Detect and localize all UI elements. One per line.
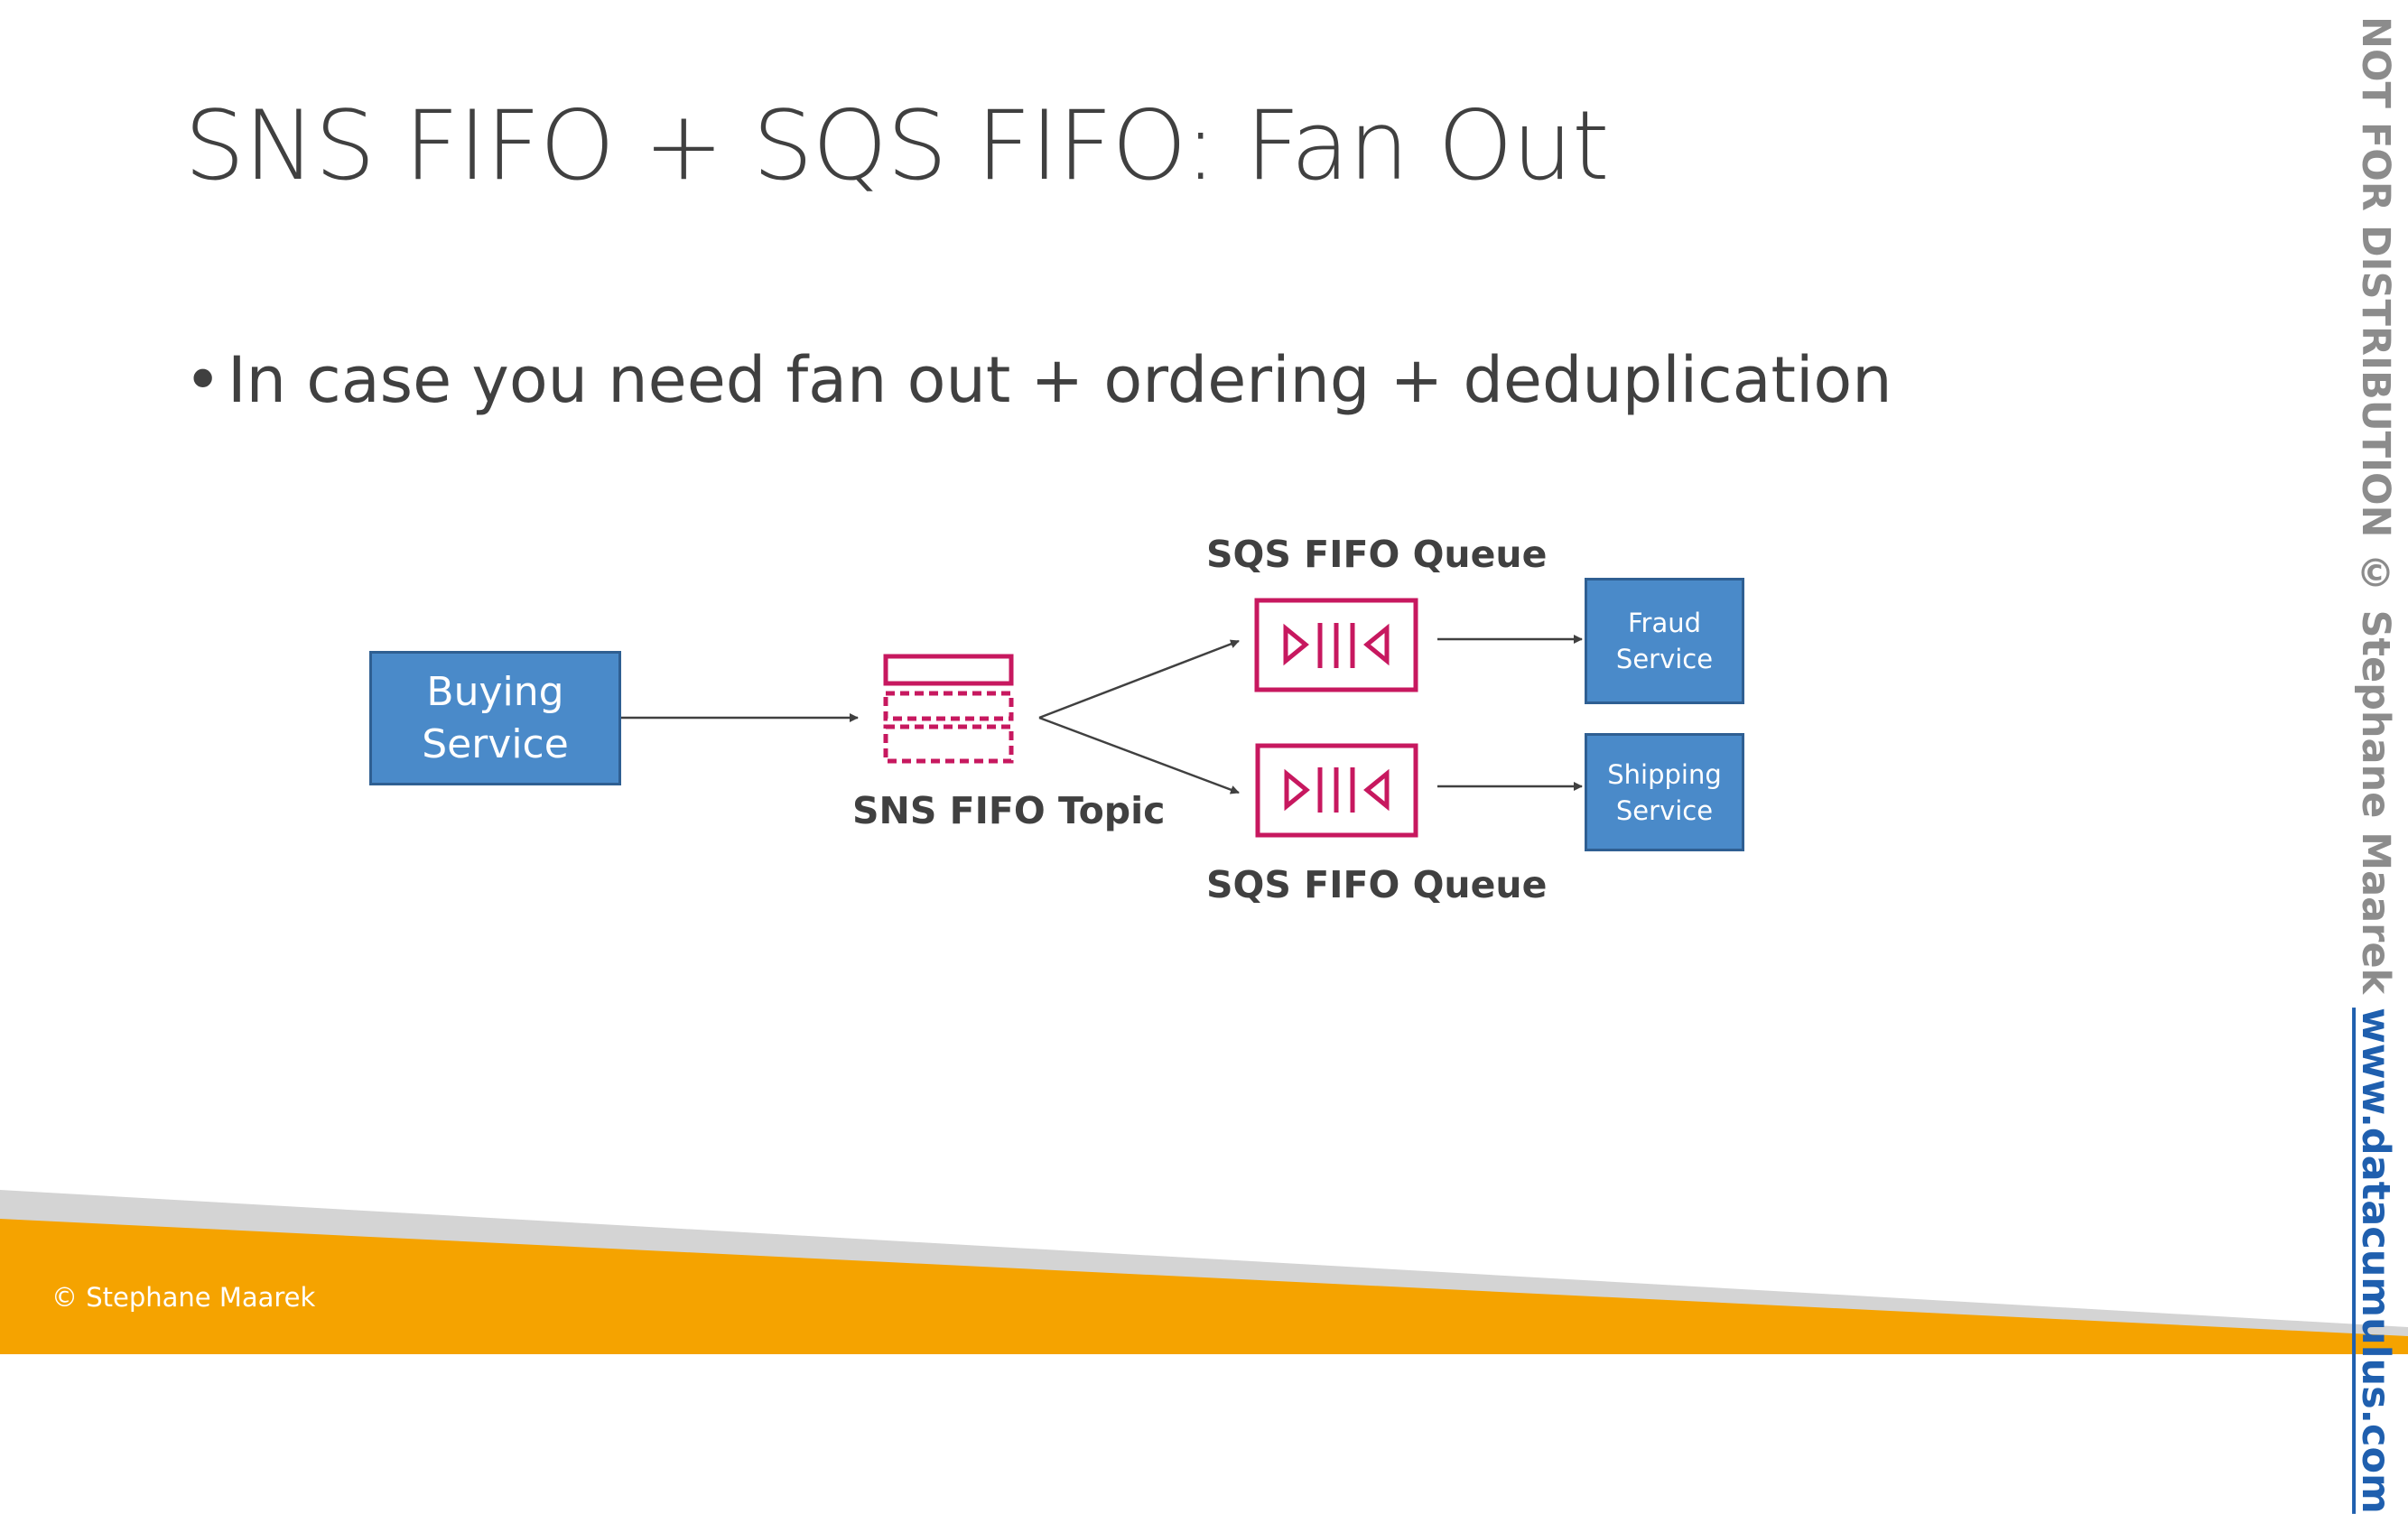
sns-topic-icon [883, 654, 1014, 764]
sqs-queue-label-bottom: SQS FIFO Queue [1206, 863, 1548, 906]
footer-copyright: © Stephane Maarek [51, 1282, 316, 1313]
sqs-queue-label-top: SQS FIFO Queue [1206, 533, 1548, 576]
arrow-topic-to-queue-top [1038, 639, 1240, 720]
sqs-queue-icon [1255, 743, 1418, 838]
footer-band [0, 1190, 2408, 1354]
buying-service-label: Buying Service [422, 668, 569, 767]
fan-out-diagram [621, 598, 1583, 838]
fraud-service-label: Fraud Service [1615, 608, 1714, 674]
bullet-item: •In case you need fan out + ordering + d… [184, 343, 1892, 417]
bullet-marker: • [184, 343, 222, 417]
side-watermark: NOT FOR DISTRIBUTION © Stephane Maarek w… [2348, 16, 2403, 1514]
sns-topic-label: SNS FIFO Topic [852, 789, 1166, 832]
shipping-service-label: Shipping Service [1607, 758, 1722, 826]
arrow-topic-to-queue-bottom [1038, 716, 1240, 794]
buying-service-box: Buying Service [369, 651, 621, 785]
sqs-queue-icon [1254, 598, 1418, 692]
slide-title: SNS FIFO + SQS FIFO: Fan Out [184, 90, 1610, 201]
bullet-text: In case you need fan out + ordering + de… [228, 343, 1892, 417]
watermark-link[interactable]: www.datacumulus.com [2353, 1008, 2398, 1514]
shipping-service-box: Shipping Service [1585, 733, 1744, 851]
fraud-service-box: Fraud Service [1585, 578, 1744, 704]
watermark-text: NOT FOR DISTRIBUTION © Stephane Maarek [2353, 16, 2398, 995]
